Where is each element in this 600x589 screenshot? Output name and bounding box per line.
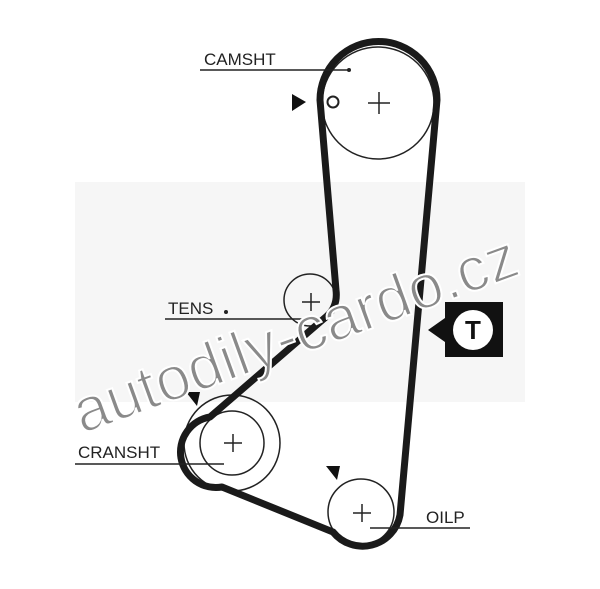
camshaft-label: CAMSHT	[204, 50, 276, 69]
timing-belt	[177, 38, 441, 550]
tensioner-label: TENS	[168, 299, 213, 318]
crankshaft-center-plus-icon	[224, 434, 242, 452]
camshaft-timing-mark-icon	[326, 95, 340, 109]
faint-background-text-area	[75, 182, 525, 402]
crankshaft-label: CRANSHT	[78, 443, 160, 462]
oil-pump-center-plus-icon	[353, 504, 371, 522]
crankshaft-pulley	[199, 410, 265, 476]
tension-pointer-triangle-icon	[428, 318, 445, 342]
camshaft-pointer-triangle-icon	[292, 94, 306, 111]
oil-pump-label: OILP	[426, 508, 465, 527]
tensioner-center-plus-icon	[302, 293, 320, 311]
camshaft-leader-dot	[347, 68, 351, 72]
tension-marker-letter: T	[465, 315, 481, 345]
crankshaft-pointer-triangle-icon	[186, 392, 200, 406]
tension-check-marker: T	[428, 302, 503, 357]
oil-pump-pointer-triangle-icon	[326, 466, 340, 480]
camshaft-center-plus-icon	[368, 92, 390, 114]
tensioner-leader-dot	[224, 310, 228, 314]
